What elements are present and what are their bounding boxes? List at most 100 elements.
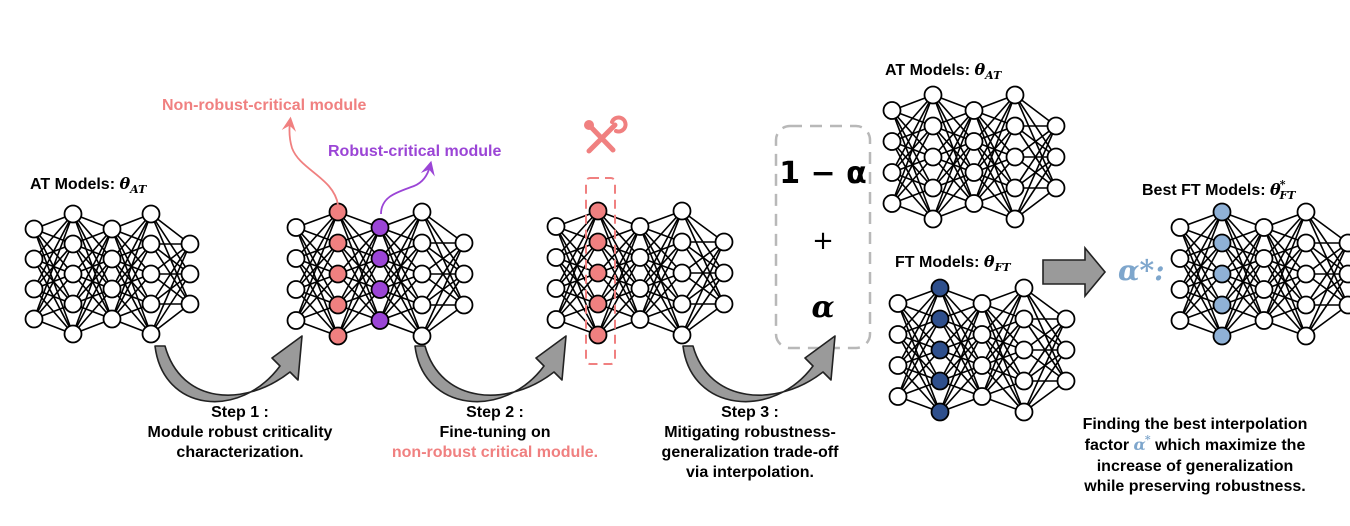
alpha-star-label: α*: [1118, 254, 1165, 287]
neuron [972, 294, 992, 313]
neuron [923, 178, 943, 198]
neuron [24, 309, 44, 329]
neuron [454, 295, 474, 315]
neuron [141, 294, 161, 314]
neuron [714, 294, 734, 314]
neuron [286, 280, 306, 299]
network-at-initial [24, 204, 200, 344]
neuron [328, 233, 348, 253]
neuron [63, 324, 83, 344]
neuron [714, 232, 734, 252]
neuron [630, 310, 650, 329]
neuron [964, 163, 984, 182]
neuron [370, 249, 390, 268]
neuron [63, 264, 83, 284]
neuron [546, 248, 566, 267]
neuron [286, 218, 306, 237]
neuron [630, 217, 650, 236]
neuron [588, 294, 608, 314]
neuron [370, 280, 390, 299]
neuron [1005, 209, 1025, 229]
neuron [1170, 311, 1190, 330]
neuron [1296, 233, 1316, 253]
neuron [1254, 218, 1274, 237]
neuron [882, 132, 902, 151]
neuron [672, 201, 692, 221]
best-ft-models-label: Best FT Models: θ*FT [1142, 178, 1296, 202]
neuron [1296, 295, 1316, 315]
neuron [102, 279, 122, 299]
neuron [964, 101, 984, 120]
neuron [1338, 233, 1350, 253]
neuron [370, 311, 390, 330]
neuron [1212, 295, 1232, 315]
neuron [102, 249, 122, 269]
neuron [1212, 233, 1232, 253]
neuron [964, 194, 984, 213]
at-models-label-right: AT Models: θAT [885, 60, 1002, 82]
step-3-caption: Step 3 : Mitigating robustness- generali… [661, 404, 839, 481]
neuron [672, 325, 692, 345]
neuron [141, 324, 161, 344]
neuron [588, 232, 608, 252]
neuron [1212, 326, 1232, 346]
neuron [412, 233, 432, 253]
neuron [180, 234, 200, 254]
neuron [714, 263, 734, 283]
neuron [24, 249, 44, 269]
at-models-label-left: AT Models: θAT [30, 174, 147, 196]
neuron [930, 340, 950, 360]
neuron [1212, 264, 1232, 284]
neuron [1046, 178, 1066, 198]
neuron [63, 234, 83, 254]
neuron [1014, 402, 1034, 422]
neuron [412, 264, 432, 284]
neuron [286, 311, 306, 330]
neuron [1338, 264, 1350, 284]
step-1-arrow [154, 335, 303, 403]
one-minus-alpha: 1 − α [779, 156, 867, 191]
neuron [1046, 147, 1066, 167]
robust-critical-label: Robust-critical module [328, 143, 502, 160]
step-2-arrow [414, 335, 567, 403]
neuron [930, 371, 950, 391]
neuron [1296, 264, 1316, 284]
neuron [888, 356, 908, 375]
neuron [141, 264, 161, 284]
neuron [412, 326, 432, 346]
neuron [328, 295, 348, 315]
neuron [882, 101, 902, 120]
neuron [888, 387, 908, 406]
neuron [1254, 249, 1274, 268]
step-1-caption: Step 1 : Module robust criticality chara… [147, 404, 333, 461]
network-at-reference [882, 85, 1066, 229]
step-3-arrow [682, 335, 836, 403]
tools-cross-icon [584, 115, 628, 154]
neuron [24, 279, 44, 299]
neuron [882, 194, 902, 213]
neuron [588, 263, 608, 283]
neuron [923, 85, 943, 105]
network-best-ft [1170, 202, 1350, 346]
neuron [141, 234, 161, 254]
neuron [672, 294, 692, 314]
neuron [588, 325, 608, 345]
neuron [964, 132, 984, 151]
neuron [1056, 309, 1076, 329]
neuron [923, 147, 943, 167]
neuron [1254, 280, 1274, 299]
neuron [546, 310, 566, 329]
neuron [102, 219, 122, 239]
neuron [930, 309, 950, 329]
robust-pointer [380, 160, 435, 215]
neuron [1170, 218, 1190, 237]
neuron [1170, 280, 1190, 299]
network-finetuned [546, 201, 734, 345]
neuron [180, 264, 200, 284]
neuron [1005, 85, 1025, 105]
neuron [454, 264, 474, 284]
neuron [1014, 309, 1034, 329]
network-module-criticality [286, 202, 474, 346]
neuron [454, 233, 474, 253]
